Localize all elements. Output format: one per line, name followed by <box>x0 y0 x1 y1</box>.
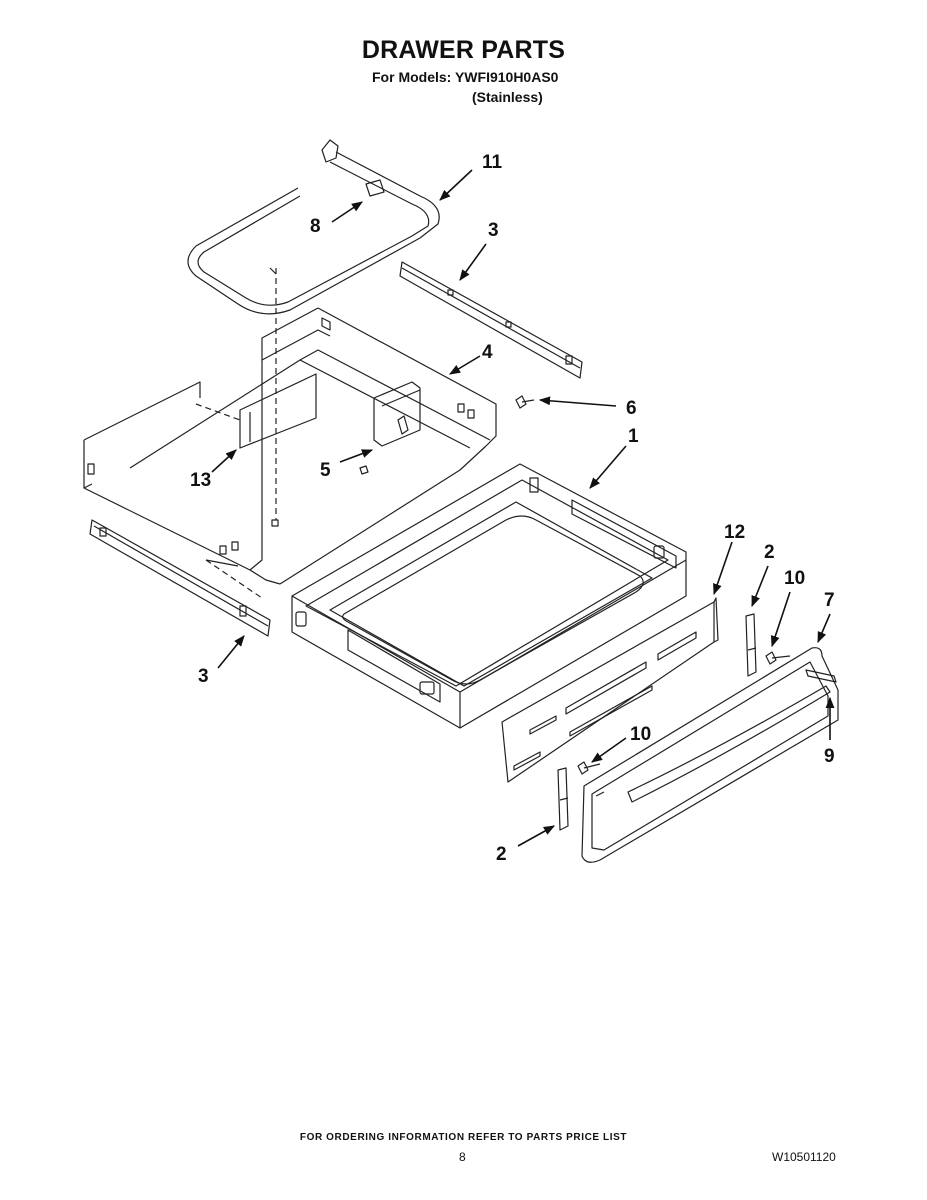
part-1-drawer-tub <box>291 463 687 729</box>
callout-1: 1 <box>628 426 639 447</box>
part-3-right-rail <box>399 261 583 379</box>
callout-10-lower: 10 <box>630 724 651 745</box>
part-12-front-panel <box>501 597 719 783</box>
leader-5 <box>339 449 374 463</box>
part-11-heating-element <box>187 139 440 315</box>
part-9-handle-trim <box>805 669 837 683</box>
part-7-drawer-front <box>581 647 839 863</box>
leader-1 <box>589 445 627 489</box>
leader-12 <box>713 541 733 596</box>
leader-10-lower <box>591 737 627 763</box>
leader-3-lower <box>217 635 245 669</box>
callout-6: 6 <box>626 398 637 419</box>
callout-4: 4 <box>482 342 493 363</box>
leader-10-upper <box>770 591 791 648</box>
leader-3-upper <box>459 243 487 281</box>
leader-6 <box>538 396 617 407</box>
part-4-drawer-housing <box>83 268 497 585</box>
callout-2-upper: 2 <box>764 542 775 563</box>
document-number: W10501120 <box>772 1150 836 1164</box>
leader-7 <box>817 613 831 644</box>
callout-9: 9 <box>824 746 835 767</box>
part-10-lower-screw <box>577 761 601 775</box>
leader-8 <box>331 201 363 223</box>
part-3-left-rail <box>89 519 271 637</box>
callout-2-lower: 2 <box>496 844 507 865</box>
leader-4 <box>449 355 481 375</box>
leader-13 <box>211 449 237 473</box>
part-2-upper-hinge <box>745 613 757 677</box>
callout-11: 11 <box>482 152 503 173</box>
part-10-upper-screw <box>765 651 791 665</box>
part-6-screw <box>515 395 535 409</box>
page-number: 8 <box>459 1150 466 1164</box>
callout-7: 7 <box>824 590 835 611</box>
ordering-note: FOR ORDERING INFORMATION REFER TO PARTS … <box>299 1132 628 1143</box>
callout-10-upper: 10 <box>784 568 805 589</box>
callout-3-upper: 3 <box>488 220 499 241</box>
leader-2-lower <box>517 825 555 847</box>
models-line: For Models: YWFI910H0AS0 <box>372 69 559 85</box>
leader-11 <box>439 169 473 201</box>
callout-13: 13 <box>190 470 211 491</box>
part-2-lower-hinge <box>557 767 569 831</box>
callout-3-lower: 3 <box>198 666 209 687</box>
page-title: DRAWER PARTS <box>361 36 566 64</box>
leader-2-upper <box>751 565 769 608</box>
callout-8: 8 <box>310 216 321 237</box>
finish-line: (Stainless) <box>472 89 543 105</box>
callout-5: 5 <box>320 460 331 481</box>
callout-12: 12 <box>724 522 745 543</box>
